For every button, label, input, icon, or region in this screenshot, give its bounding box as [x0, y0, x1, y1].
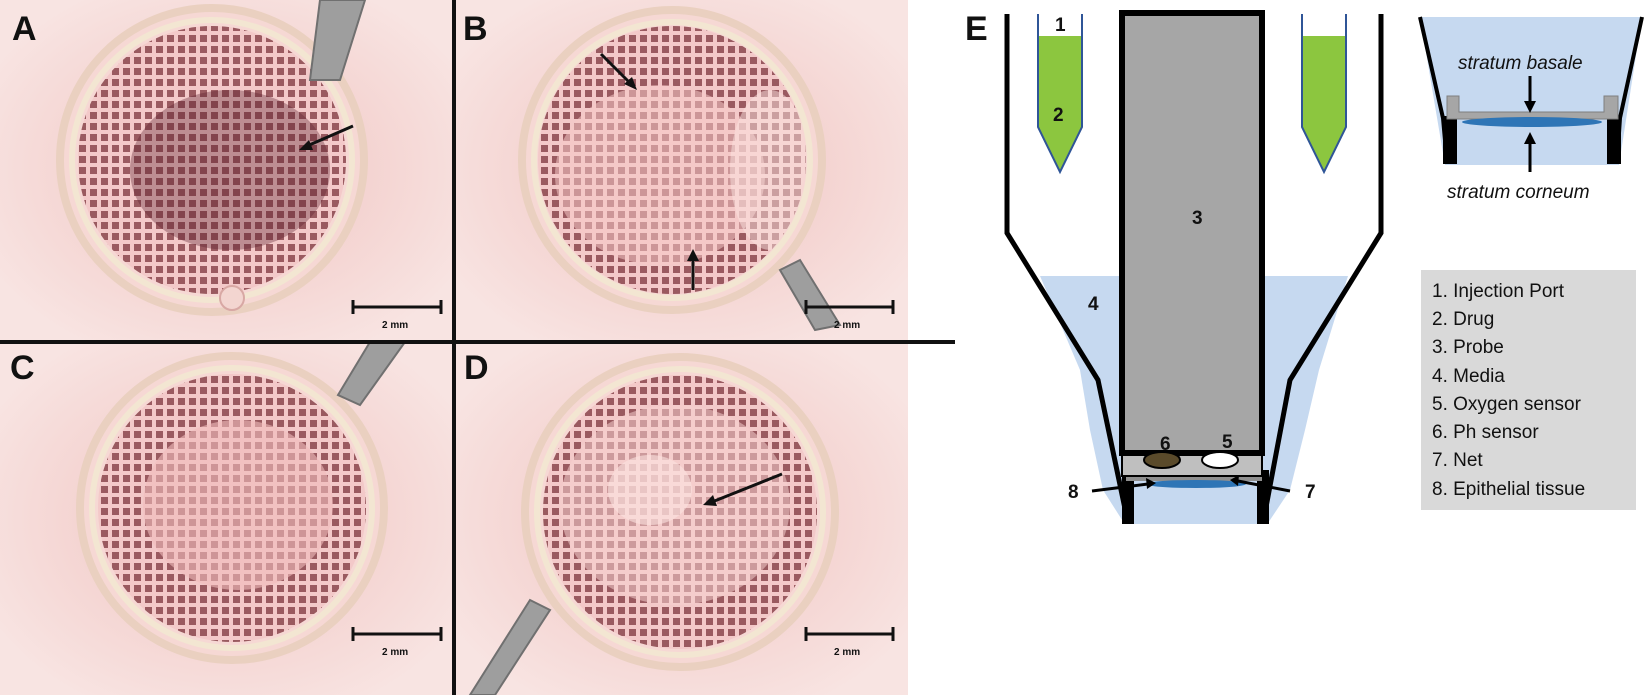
label-drug: 2	[1053, 105, 1064, 126]
label-probe: 3	[1192, 208, 1203, 229]
legend-item: 3. Probe	[1432, 337, 1504, 358]
drug-fill	[1038, 36, 1082, 172]
dish-inner-ring	[531, 19, 813, 301]
legend-item: 1. Injection Port	[1432, 281, 1565, 302]
air-bubble	[219, 285, 245, 311]
inset-bottom-label: stratum corneum	[1447, 182, 1590, 203]
tissue-region	[555, 85, 765, 265]
arrow	[599, 52, 637, 90]
epithelial-tissue	[1146, 480, 1246, 488]
arrow	[1230, 475, 1291, 493]
legend-item: 2. Drug	[1432, 309, 1494, 330]
tweezer-tip	[468, 598, 552, 695]
legend-item: 8. Epithelial tissue	[1432, 479, 1585, 500]
scale-bar: 2 mm	[351, 300, 443, 331]
inset-tissue	[1462, 117, 1602, 127]
vessel-left-wall	[1004, 14, 1131, 524]
probe	[1119, 10, 1265, 456]
vessel-right-foot	[1257, 470, 1269, 524]
legend-item: 5. Oxygen sensor	[1432, 394, 1582, 415]
panel-letter: D	[464, 349, 489, 387]
oxygen-sensor	[1201, 451, 1239, 469]
tissue-dark-region	[130, 90, 330, 250]
scale-bar: 2 mm	[351, 627, 443, 658]
scale-bar: 2 mm	[804, 627, 895, 658]
media	[1040, 276, 1128, 523]
dish-inner-ring	[69, 17, 355, 303]
dish-inner-ring	[89, 365, 375, 651]
label-epithelial-tissue: 8	[1068, 482, 1079, 503]
panel-letter: B	[463, 10, 488, 48]
tweezer-tip	[308, 0, 367, 81]
scale-label: 2 mm	[834, 647, 860, 658]
panel-divider-horizontal	[0, 340, 955, 344]
arrow	[1091, 478, 1156, 493]
panel-b: B 2 mm	[456, 0, 908, 340]
legend-item: 7. Net	[1432, 450, 1483, 471]
media	[1263, 276, 1348, 523]
net-holder	[1121, 454, 1263, 477]
skin-orientation-inset: stratum basale stratum corneum	[1418, 16, 1644, 203]
legend-box	[1421, 270, 1636, 510]
scale-label: 2 mm	[834, 320, 860, 331]
scale-label: 2 mm	[382, 647, 408, 658]
tweezer-tip	[778, 258, 842, 332]
arrow	[299, 124, 354, 150]
panel-a: A 2 mm	[0, 0, 452, 340]
panel-d: D 2 mm	[456, 342, 908, 695]
inset-foot-right	[1607, 116, 1621, 164]
panel-c: C 2 mm	[0, 341, 452, 695]
injection-port	[1301, 14, 1347, 175]
arrow	[1524, 76, 1536, 113]
panel-divider-vertical	[452, 0, 456, 695]
label-ph-sensor: 6	[1160, 434, 1171, 455]
label-injection-port: 1	[1055, 15, 1066, 36]
tissue-fold	[730, 90, 806, 250]
scale-label: 2 mm	[382, 320, 408, 331]
tissue-region	[143, 420, 333, 590]
panel-letter: C	[10, 349, 35, 387]
drug-fill	[1302, 36, 1346, 172]
inset-top-label: stratum basale	[1458, 53, 1583, 74]
scale-bar: 2 mm	[804, 300, 895, 331]
legend: 1. Injection Port 2. Drug 3. Probe 4. Me…	[1421, 270, 1636, 510]
vessel-left-foot	[1122, 470, 1134, 524]
mesh-net	[78, 26, 346, 294]
arrow	[687, 249, 699, 290]
legend-item: 4. Media	[1432, 366, 1505, 387]
ph-sensor	[1143, 451, 1181, 469]
label-net: 7	[1305, 482, 1316, 503]
label-media: 4	[1088, 294, 1099, 315]
panel-letter: A	[12, 10, 37, 48]
panel-letter: E	[965, 10, 988, 48]
panel-e: E 1 2 3 4	[965, 10, 1644, 524]
arrow	[1524, 132, 1536, 172]
vessel-right-wall	[1260, 14, 1384, 524]
arrow	[703, 472, 783, 506]
dish-inner-ring	[534, 366, 826, 658]
tissue-center	[608, 455, 692, 525]
inset-foot-left	[1443, 116, 1457, 164]
legend-item: 6. Ph sensor	[1432, 422, 1539, 443]
label-oxygen-sensor: 5	[1222, 432, 1233, 453]
injection-port	[1037, 14, 1083, 175]
